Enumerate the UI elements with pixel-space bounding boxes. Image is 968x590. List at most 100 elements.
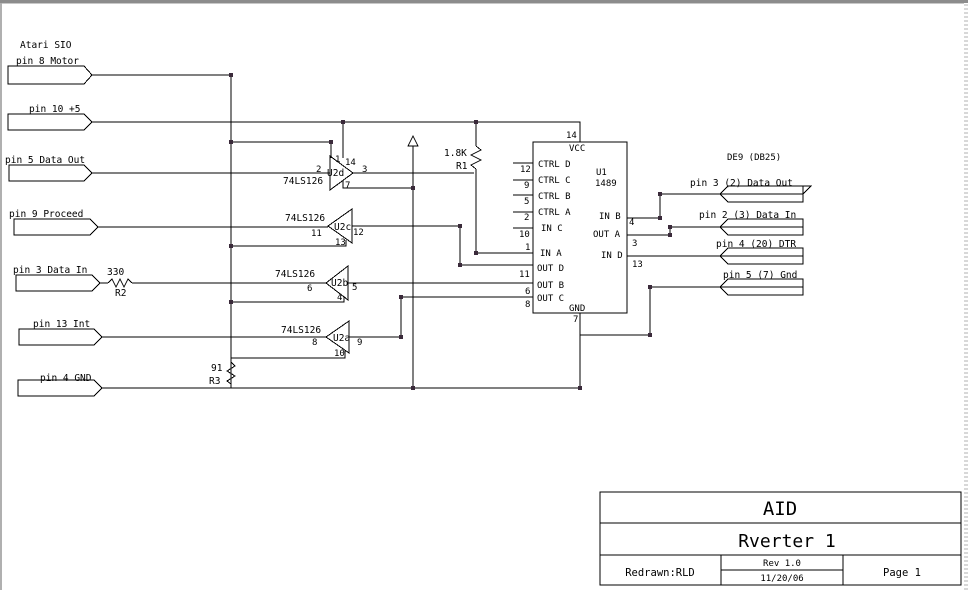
u1-pin-name: CTRL D <box>538 160 571 170</box>
r3-ref: R3 <box>209 376 220 387</box>
sio-pin-9-connector <box>13 218 99 236</box>
u2b-pin-en: 4 <box>337 293 342 303</box>
u1-pin-name: IN A <box>540 249 562 259</box>
u2b-pin-out: 5 <box>352 283 357 293</box>
u1-pin-name: OUT D <box>537 264 564 274</box>
u2a-pin-in: 8 <box>312 338 317 348</box>
u2a-pin-out: 9 <box>357 338 362 348</box>
title-block-subtitle: Rverter 1 <box>738 531 836 552</box>
window-top-line <box>0 3 968 4</box>
de9-pin-3-outline-full <box>719 185 804 203</box>
r1-value: 1.8K <box>444 148 467 159</box>
sio-pin-label: pin 10 +5 <box>29 104 80 115</box>
u2a-ref: U2a <box>333 333 350 344</box>
sio-connector-title: Atari SIO <box>20 40 72 51</box>
sio-pin-4-connector <box>17 379 103 397</box>
sio-pin-3-connector <box>15 274 101 292</box>
u1-pin-num: 5 <box>524 197 529 207</box>
u1-pin-num: 6 <box>525 287 530 297</box>
title-block-page: Page 1 <box>883 567 921 579</box>
buffer-u2d-shape <box>329 155 354 191</box>
wire-u2a-out <box>349 296 533 338</box>
de9-connector-shapes <box>802 185 813 195</box>
buffer-u2a-shape <box>325 320 350 354</box>
u1-ref: U1 <box>596 168 607 178</box>
u1-pin-num: 10 <box>519 230 530 240</box>
de9-pin-3-connector <box>803 186 811 202</box>
u1-pin-num: 9 <box>524 181 529 191</box>
u1-gnd-label: GND <box>569 304 585 314</box>
de9-pin-label: pin 3 (2) Data Out <box>690 178 793 189</box>
u2d-pin-gnd: 7 <box>345 181 350 191</box>
de9-pin-label: pin 2 (3) Data In <box>699 210 796 221</box>
u2c-pin-in: 11 <box>311 229 322 239</box>
de9-pin-5-outline <box>719 278 804 296</box>
u1-vcc-label: VCC <box>569 144 585 154</box>
wire-plus5 <box>92 121 581 142</box>
u2d-pin-en: 1 <box>335 155 340 165</box>
sio-pin-label: pin 5 Data Out <box>5 155 85 166</box>
sio-pin-label: pin 3 Data In <box>13 265 87 276</box>
u2b-pin-in: 6 <box>307 284 312 294</box>
resistor-r3 <box>226 361 236 385</box>
sio-pin-label: pin 4 GND <box>40 373 92 384</box>
u2d-pin-vcc: 14 <box>345 158 356 168</box>
u2b-ref: U2b <box>331 278 348 289</box>
wire-u1-in-b <box>627 193 803 219</box>
vertical-scrollbar[interactable] <box>964 3 968 590</box>
u1-pin-name: OUT B <box>537 281 564 291</box>
de9-pin-3-body <box>802 185 813 195</box>
sio-pin-label: pin 9 Proceed <box>9 209 83 220</box>
u1-pin-name: CTRL C <box>538 176 571 186</box>
u1-pin-num: 1 <box>525 243 530 253</box>
u2a-part: 74LS126 <box>281 325 321 336</box>
u2d-part: 74LS126 <box>283 176 323 187</box>
wire-u2a-enable <box>231 351 346 359</box>
u1-vcc-pin: 14 <box>566 131 577 141</box>
resistor-r1 <box>469 145 483 170</box>
u1-pin-name: OUT C <box>537 294 564 304</box>
resistor-r2 <box>107 277 133 289</box>
buffer-u2b-shape <box>325 264 349 302</box>
u1-pin-num: 13 <box>632 260 643 270</box>
de9-connector-title: DE9 (DB25) <box>727 153 781 163</box>
u1-pin-num: 8 <box>525 300 530 310</box>
u2b-part: 74LS126 <box>275 269 315 280</box>
u1-pin-num: 12 <box>520 165 531 175</box>
u1-pin-num: 4 <box>629 218 634 228</box>
u2c-ref: U2c <box>334 222 351 233</box>
u2d-pin-in: 2 <box>316 165 321 175</box>
u2a-pin-en: 10 <box>334 349 345 359</box>
title-block-revision: Rev 1.0 <box>763 559 801 569</box>
de9-pin-label: pin 4 (20) DTR <box>716 239 796 250</box>
de9-pin-4-outline <box>719 247 804 265</box>
u1-pin-num: 11 <box>519 270 530 280</box>
sio-connector-shapes <box>7 65 103 397</box>
window-top-border <box>0 0 968 3</box>
u1-pin-name: OUT A <box>593 230 621 240</box>
u2d-pin-out: 3 <box>362 165 367 175</box>
title-block <box>599 491 962 586</box>
sio-pin-10-connector <box>7 113 93 131</box>
u1-pin-name: CTRL A <box>538 208 571 218</box>
sio-pin-5-connector <box>8 164 93 182</box>
u1-pin-num: 2 <box>524 213 529 223</box>
u1-pin-name: IN B <box>599 212 621 222</box>
de9-pin-label: pin 5 (7) Gnd <box>723 270 797 281</box>
title-block-title: AID <box>763 498 797 520</box>
wire-u1-gnd <box>579 286 803 336</box>
u2c-part: 74LS126 <box>285 213 325 224</box>
u2c-pin-en: 13 <box>335 238 346 248</box>
wire-u2b-enable <box>231 296 345 303</box>
sio-pin-8-connector <box>7 65 93 85</box>
u2d-ref: U2d <box>327 168 344 179</box>
u1-gnd-pin: 7 <box>573 315 578 325</box>
de9-pin-2-outline <box>719 218 804 236</box>
u1-pin-name: CTRL B <box>538 192 571 202</box>
sio-pin-label: pin 13 Int <box>33 319 90 330</box>
sio-pin-label: pin 8 Motor <box>16 56 79 67</box>
wire-u2c-out <box>352 225 533 266</box>
r2-ref: R2 <box>115 288 126 299</box>
